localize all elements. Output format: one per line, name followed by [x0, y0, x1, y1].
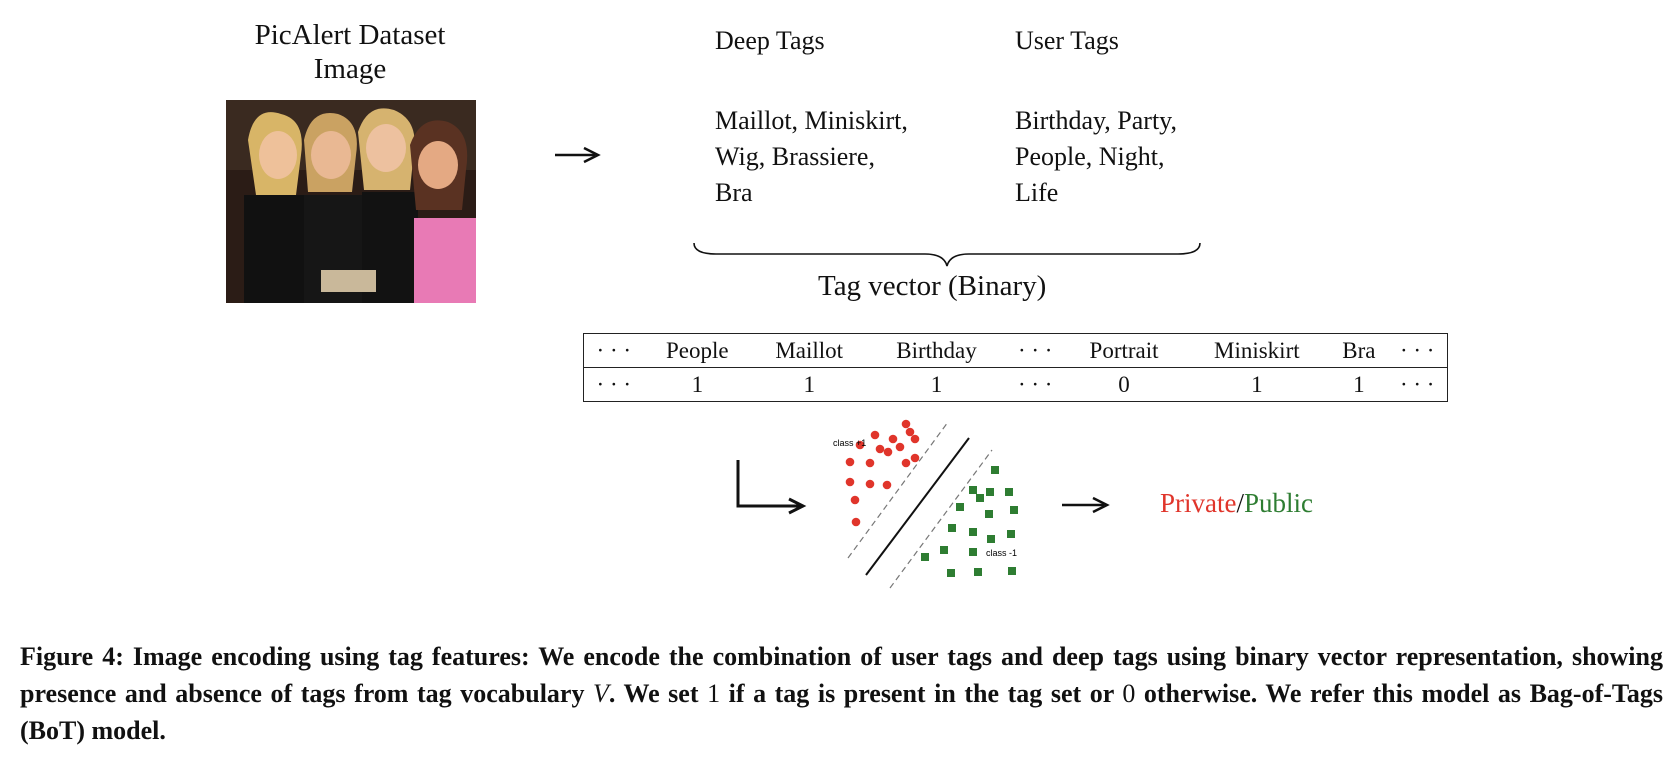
class-pos-point — [865, 458, 875, 468]
deep-tags-list: Maillot, Miniskirt, Wig, Brassiere, Bra — [715, 103, 908, 211]
arrow-output-icon — [1062, 496, 1110, 514]
svm-classifier-plot: class +1 class -1 — [833, 419, 1018, 589]
tag-vector-header-row: · · · People Maillot Birthday · · · Port… — [583, 333, 1448, 368]
figure-caption: Figure 4: Image encoding using tag featu… — [20, 638, 1663, 749]
class-pos-point — [905, 427, 915, 437]
tag-vector-header-cell: · · · — [1387, 333, 1448, 368]
output-separator: / — [1236, 488, 1244, 518]
class-neg-point — [1010, 506, 1018, 514]
user-tags-list: Birthday, Party, People, Night, Life — [1015, 103, 1177, 211]
arrow-right-icon — [555, 146, 601, 164]
class-pos-point — [865, 479, 875, 489]
class-neg-point — [1007, 530, 1015, 538]
class-neg-point — [940, 546, 948, 554]
class-neg-point — [948, 524, 956, 532]
class-neg-point — [987, 535, 995, 543]
caption-middle: . We set — [608, 679, 708, 708]
deep-tag-line: Wig, Brassiere, — [715, 142, 875, 171]
class-pos-point — [875, 444, 885, 454]
class-neg-point — [947, 569, 955, 577]
class-pos-points — [845, 419, 920, 527]
caption-middle2: if a tag is present in the tag set or — [720, 679, 1123, 708]
class-pos-point — [855, 440, 865, 450]
class-pos-point — [901, 458, 911, 468]
class-pos-point — [883, 447, 893, 457]
private-label: Private — [1160, 488, 1237, 518]
curly-brace-icon — [693, 242, 1201, 267]
deep-tag-line: Maillot, Miniskirt, — [715, 106, 908, 135]
tag-vector-header-cell: People — [643, 333, 752, 368]
caption-suffix: otherwise. We refer this model as Bag-of… — [20, 679, 1663, 745]
class-pos-label: class +1 — [833, 438, 866, 448]
class-neg-point — [1008, 567, 1016, 575]
tag-vector-table: · · · People Maillot Birthday · · · Port… — [583, 333, 1448, 402]
user-tag-line: People, Night, — [1015, 142, 1165, 171]
class-pos-point — [850, 495, 860, 505]
tag-vector-value-cell: · · · — [1399, 371, 1435, 397]
tag-vector-header-cell: Bra — [1330, 333, 1388, 368]
class-neg-point — [969, 548, 977, 556]
class-neg-point — [956, 503, 964, 511]
class-neg-point — [969, 486, 977, 494]
user-tag-line: Birthday, Party, — [1015, 106, 1177, 135]
tag-vector-header-cell: Portrait — [1064, 333, 1184, 368]
caption-zero: 0 — [1122, 679, 1136, 708]
user-tags-heading: User Tags — [1015, 26, 1119, 55]
user-tag-line: Life — [1015, 178, 1059, 207]
class-neg-point — [976, 494, 984, 502]
elbow-arrow-icon — [736, 460, 807, 515]
tag-vector-value-cell: 1 — [803, 371, 815, 397]
class-neg-point — [921, 553, 929, 561]
class-pos-point — [845, 457, 855, 467]
tag-vector-value-row: · · · 1 1 1 · · · 0 1 1 · · · — [584, 368, 1448, 402]
class-neg-points — [921, 466, 1018, 577]
tag-vector-header-cell: · · · — [1005, 333, 1065, 368]
class-pos-point — [910, 453, 920, 463]
class-pos-point — [901, 419, 911, 429]
deep-tags-heading: Deep Tags — [715, 26, 825, 55]
class-pos-point — [910, 434, 920, 444]
tag-vector-header-cell: Maillot — [751, 333, 868, 368]
class-pos-point — [895, 442, 905, 452]
tag-vector-label: Tag vector (Binary) — [818, 270, 1047, 302]
class-neg-label: class -1 — [986, 548, 1017, 558]
class-pos-point — [888, 434, 898, 444]
dataset-photo — [226, 100, 476, 303]
image-title-line1: PicAlert Dataset — [254, 19, 446, 51]
tag-vector-value-cell: 1 — [691, 371, 704, 397]
caption-prefix: Figure 4: Image encoding using tag featu… — [20, 642, 1663, 708]
tag-vector-value-cell: · · · — [1017, 371, 1053, 397]
tag-vector-value-cell: 0 — [1118, 371, 1130, 397]
class-neg-point — [985, 510, 993, 518]
class-pos-point — [870, 430, 880, 440]
class-neg-point — [974, 568, 982, 576]
class-neg-point — [991, 466, 999, 474]
image-title-line2: Image — [313, 53, 387, 85]
class-pos-point — [851, 517, 861, 527]
class-pos-point — [882, 480, 892, 490]
deep-tag-line: Bra — [715, 178, 753, 207]
tag-vector-value-cell: 1 — [1251, 371, 1263, 397]
class-neg-point — [969, 528, 977, 536]
image-panel-title: PicAlert Dataset Image — [215, 18, 485, 86]
tag-vector-header-cell: Miniskirt — [1183, 333, 1331, 368]
class-neg-point — [986, 488, 994, 496]
classification-output: Private/Public — [1160, 488, 1313, 519]
caption-one: 1 — [707, 679, 721, 708]
tag-vector-header-cell: · · · — [583, 333, 644, 368]
tag-vector-header-cell: Birthday — [867, 333, 1006, 368]
class-neg-point — [1005, 488, 1013, 496]
public-label: Public — [1244, 488, 1314, 518]
caption-vocab-symbol: V — [593, 679, 609, 708]
tag-vector-value-cell: 1 — [930, 371, 943, 397]
class-pos-point — [845, 477, 855, 487]
tag-vector-value-cell: 1 — [1353, 371, 1365, 397]
tag-vector-value-cell: · · · — [596, 371, 632, 397]
